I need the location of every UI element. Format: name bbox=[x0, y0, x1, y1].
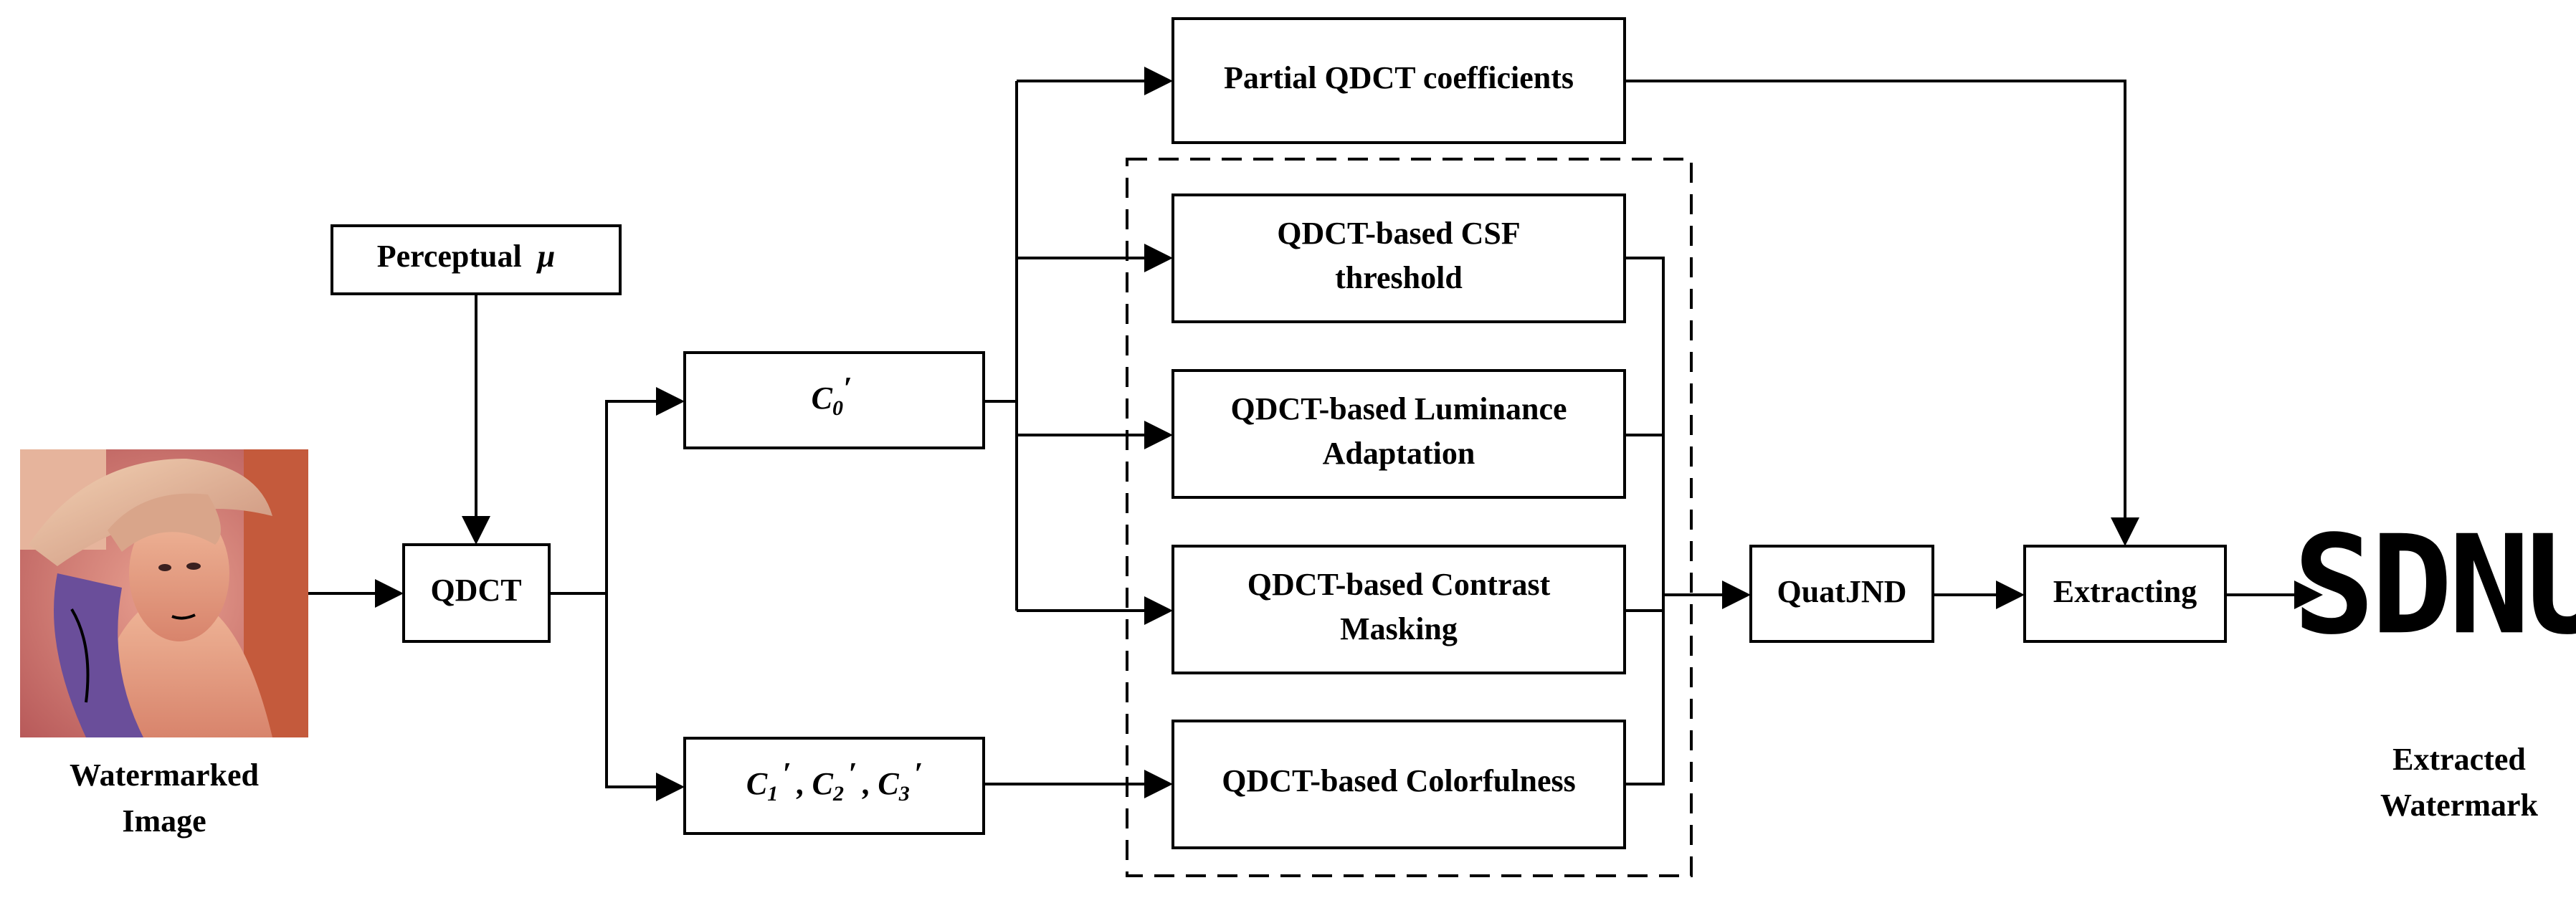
connectors bbox=[308, 67, 2323, 801]
jnd-model-enclosure bbox=[1126, 158, 1693, 877]
c0-label: C0′ bbox=[812, 371, 852, 420]
extracted-watermark-text: SDNU bbox=[2293, 506, 2576, 664]
luminance-box bbox=[1171, 369, 1626, 499]
extracting-label: Extracting bbox=[2053, 574, 2197, 609]
c123-label: C1′,C2′,C3′ bbox=[746, 756, 923, 806]
contrast-label-line1: QDCT-based Contrast bbox=[1247, 567, 1551, 602]
arrow-partial-to-extracting bbox=[1625, 80, 2139, 546]
watermarked-image bbox=[20, 449, 308, 737]
jnd-merge-bus bbox=[1625, 257, 1665, 785]
extracted-label-line1: Extracted bbox=[2392, 742, 2526, 777]
partial-qdct-box bbox=[1171, 17, 1626, 144]
watermarked-label-line2: Image bbox=[122, 803, 206, 839]
extracted-label-line2: Watermark bbox=[2380, 788, 2538, 823]
extracted-watermark-image: SDNU bbox=[2293, 506, 2576, 664]
extracting-box bbox=[2023, 545, 2227, 643]
luminance-label-line1: QDCT-based Luminance bbox=[1230, 391, 1567, 426]
watermarked-label-line1: Watermarked bbox=[70, 758, 259, 793]
luminance-label-line2: Adaptation bbox=[1323, 436, 1475, 471]
colorfulness-box bbox=[1171, 720, 1626, 849]
arrow-qdct-to-c123 bbox=[605, 593, 685, 801]
partial-qdct-label: Partial QDCT coefficients bbox=[1224, 60, 1574, 95]
arrow-qdct-to-c0 bbox=[549, 387, 685, 595]
contrast-label-line2: Masking bbox=[1340, 611, 1458, 646]
perceptual-box bbox=[331, 224, 622, 295]
quatjnd-box bbox=[1749, 545, 1934, 643]
colorfulness-label: QDCT-based Colorfulness bbox=[1222, 763, 1575, 798]
c123-box bbox=[683, 737, 985, 835]
qdct-label: QDCT bbox=[430, 573, 521, 608]
csf-box bbox=[1171, 194, 1626, 323]
contrast-box bbox=[1171, 545, 1626, 674]
csf-label-line1: QDCT-based CSF bbox=[1277, 216, 1520, 251]
csf-label-line2: threshold bbox=[1335, 260, 1463, 295]
quatjnd-label: QuatJND bbox=[1777, 574, 1907, 609]
